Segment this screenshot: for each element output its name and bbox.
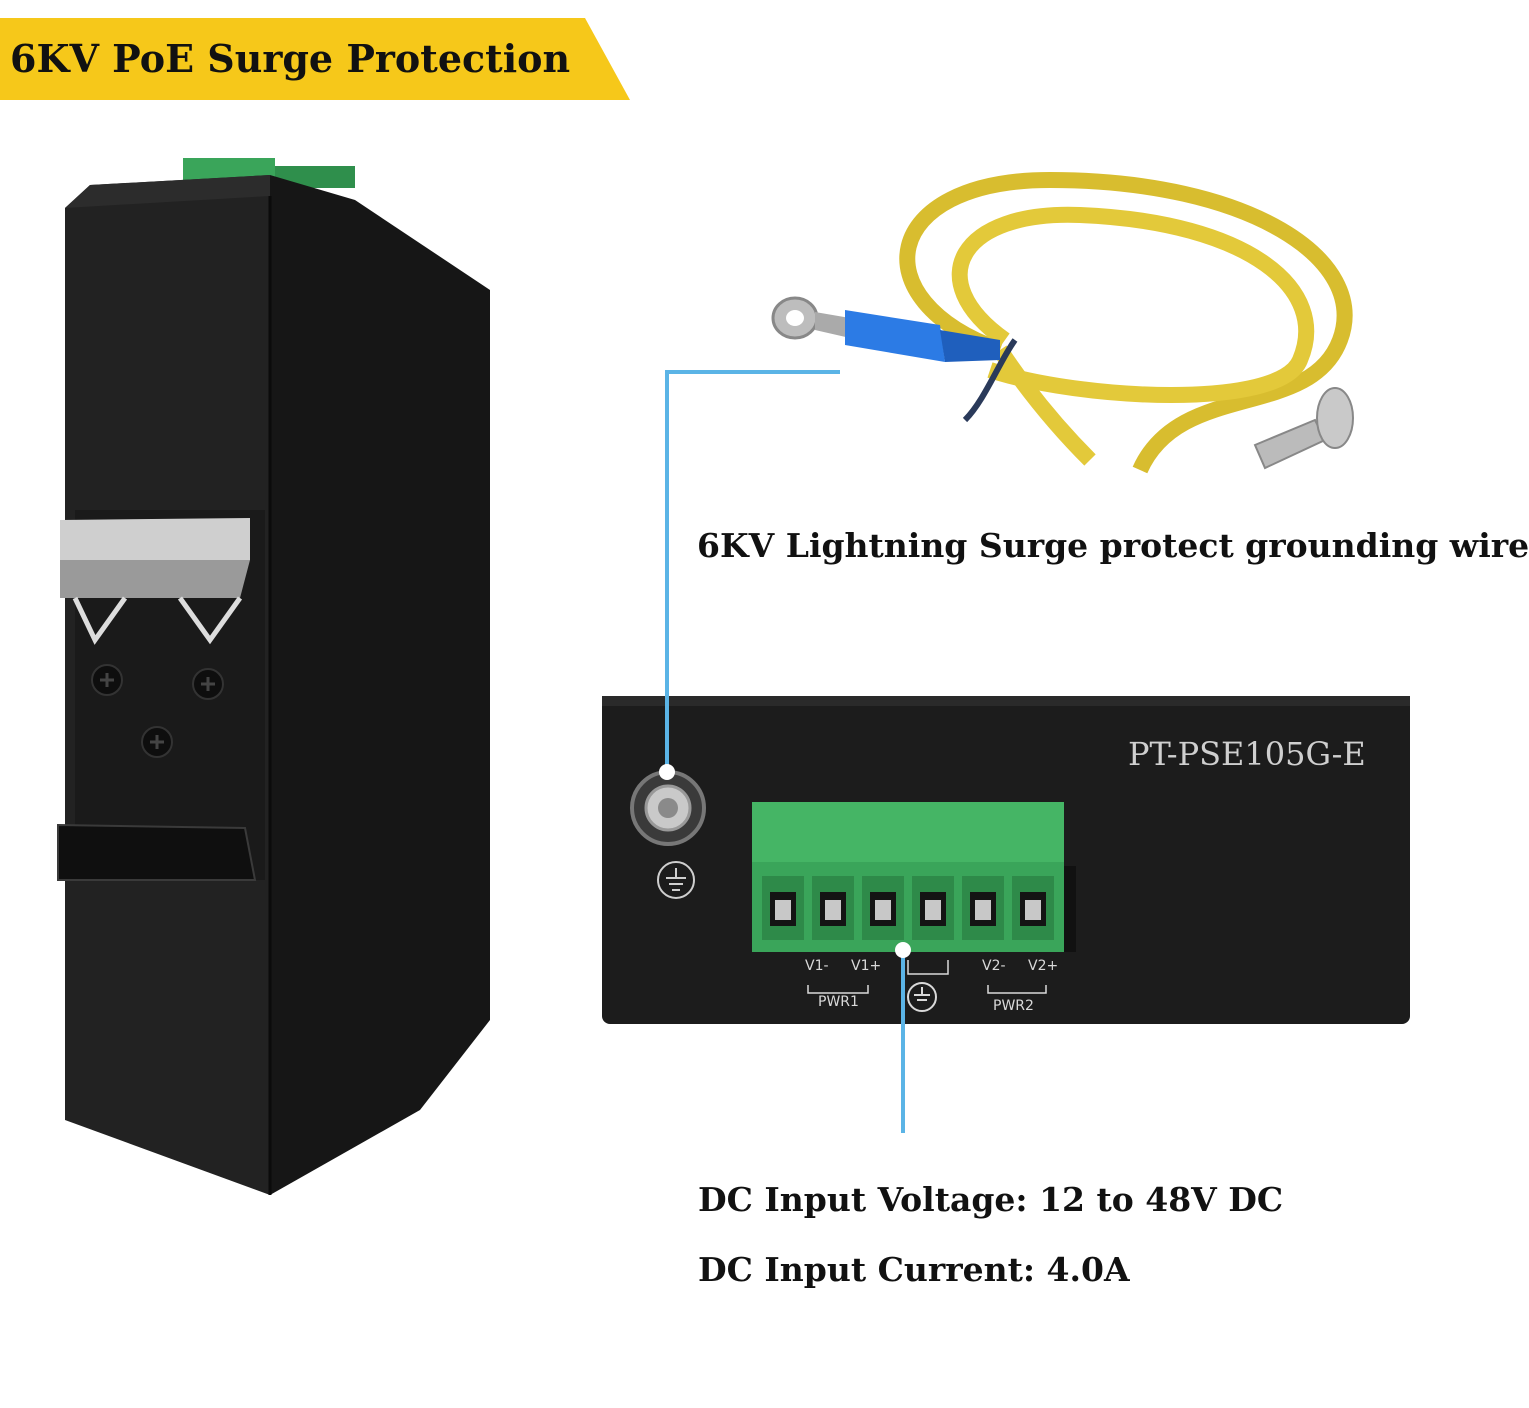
callout-lines xyxy=(659,370,1047,1133)
pin-label-v1-plus: V1+ xyxy=(851,958,882,974)
ground-callout-dot xyxy=(659,764,675,780)
terminal-slot xyxy=(862,876,904,940)
grounding-wire-caption: 6KV Lightning Surge protect grounding wi… xyxy=(697,526,1529,565)
pin-label-v2-minus: V2- xyxy=(982,958,1006,974)
terminal-slot xyxy=(912,876,954,940)
pin-label-v1-minus: V1- xyxy=(805,958,829,974)
ground-wire-callout-line xyxy=(665,370,840,772)
device-model-label: PT-PSE105G-E xyxy=(1128,735,1366,773)
device-side-view xyxy=(57,158,490,1195)
terminal-slot xyxy=(762,876,804,940)
banner-title: 6KV PoE Surge Protection xyxy=(10,36,571,81)
group-label-pwr1: PWR1 xyxy=(818,994,859,1010)
banner-shape xyxy=(0,18,630,100)
grounding-cable xyxy=(771,171,1354,474)
input-voltage-caption: DC Input Voltage: 12 to 48V DC xyxy=(698,1180,1284,1219)
power-callout-dot xyxy=(895,942,911,958)
pin-label-v2-plus: V2+ xyxy=(1028,958,1059,974)
group-label-pwr2: PWR2 xyxy=(993,998,1034,1014)
terminal-slot xyxy=(962,876,1004,940)
illustration xyxy=(0,18,1410,1195)
device-front-panel xyxy=(602,696,1410,1024)
terminal-slot xyxy=(812,876,854,940)
input-current-caption: DC Input Current: 4.0A xyxy=(698,1250,1130,1289)
terminal-slot xyxy=(1012,876,1054,940)
terminal-slots xyxy=(762,876,1054,940)
